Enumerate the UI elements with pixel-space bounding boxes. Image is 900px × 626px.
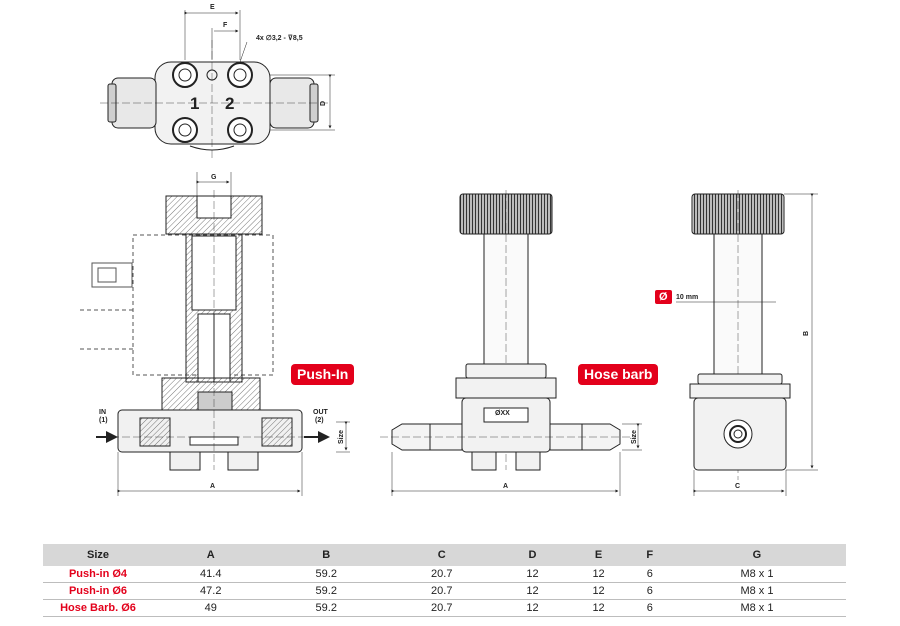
table-cell: M8 x 1 bbox=[667, 599, 846, 617]
table-cell: 6 bbox=[631, 599, 668, 617]
table-cell: M8 x 1 bbox=[667, 566, 846, 583]
dim-a-mid-label: A bbox=[503, 483, 508, 490]
table-row: Push-in Ø6 47.2 59.2 20.7 12 12 6 M8 x 1 bbox=[43, 582, 846, 600]
diameter-value: 10 mm bbox=[676, 294, 698, 301]
dim-a-left-label: A bbox=[210, 483, 215, 490]
row-name: Push-in Ø6 bbox=[43, 582, 153, 600]
port-1-label: 1 bbox=[190, 94, 199, 113]
row-name: Hose Barb. Ø6 bbox=[43, 599, 153, 617]
dim-f-label: F bbox=[223, 22, 228, 29]
dim-g-label: G bbox=[211, 174, 217, 181]
out-label: OUT bbox=[313, 409, 329, 416]
size-label-left: Size bbox=[338, 430, 345, 444]
dim-e-label: E bbox=[210, 4, 215, 11]
table-header: F bbox=[631, 544, 668, 566]
table-cell: 12 bbox=[499, 599, 566, 617]
table-cell: 59.2 bbox=[268, 599, 384, 617]
table-header: C bbox=[384, 544, 500, 566]
push-in-tag: Push-In bbox=[291, 364, 355, 385]
top-view bbox=[100, 10, 335, 160]
table-header-row: Size A B C D E F G bbox=[43, 544, 846, 566]
technical-drawing: E F D 4x ∅3,2 - ⊽8,5 1 2 bbox=[80, 4, 818, 496]
diameter-symbol-tag: Ø bbox=[655, 290, 672, 304]
table-cell: 12 bbox=[565, 566, 632, 583]
table-row: Hose Barb. Ø6 49 59.2 20.7 12 12 6 M8 x … bbox=[43, 599, 846, 617]
table-cell: 20.7 bbox=[384, 599, 500, 617]
table-header: A bbox=[153, 544, 269, 566]
front-view-hose-barb bbox=[380, 190, 642, 496]
table-cell: 20.7 bbox=[384, 582, 500, 600]
table-cell: M8 x 1 bbox=[667, 582, 846, 600]
table-header: E bbox=[565, 544, 632, 566]
in-label: IN bbox=[99, 409, 106, 416]
table-row: Push-in Ø4 41.4 59.2 20.7 12 12 6 M8 x 1 bbox=[43, 566, 846, 583]
table-cell: 6 bbox=[631, 566, 668, 583]
table-cell: 20.7 bbox=[384, 566, 500, 583]
table-header: D bbox=[499, 544, 566, 566]
out-number: (2) bbox=[315, 417, 324, 424]
table-header: G bbox=[667, 544, 846, 566]
dim-d-label: D bbox=[320, 101, 327, 106]
dim-c-label: C bbox=[735, 483, 740, 490]
table-cell: 6 bbox=[631, 582, 668, 600]
table-cell: 47.2 bbox=[153, 582, 269, 600]
table-cell: 12 bbox=[499, 566, 566, 583]
table-header: B bbox=[268, 544, 384, 566]
table-cell: 12 bbox=[499, 582, 566, 600]
port-2-label: 2 bbox=[225, 94, 234, 113]
table-cell: 49 bbox=[153, 599, 269, 617]
section-view-push-in bbox=[80, 172, 350, 496]
table-cell: 41.4 bbox=[153, 566, 269, 583]
row-name: Push-in Ø4 bbox=[43, 566, 153, 583]
dim-b-label: B bbox=[803, 331, 810, 336]
table-cell: 12 bbox=[565, 599, 632, 617]
in-number: (1) bbox=[99, 417, 108, 424]
holes-note: 4x ∅3,2 - ⊽8,5 bbox=[256, 34, 303, 42]
dimensions-table: Size A B C D E F G Push-in Ø4 41.4 59.2 … bbox=[43, 544, 846, 617]
size-label-right: Size bbox=[631, 430, 638, 444]
stamp-label: ØXX bbox=[495, 410, 510, 417]
side-view bbox=[676, 190, 818, 496]
table-header: Size bbox=[43, 544, 153, 566]
table-cell: 59.2 bbox=[268, 566, 384, 583]
table-cell: 59.2 bbox=[268, 582, 384, 600]
hose-barb-tag: Hose barb bbox=[578, 364, 659, 385]
table-cell: 12 bbox=[565, 582, 632, 600]
